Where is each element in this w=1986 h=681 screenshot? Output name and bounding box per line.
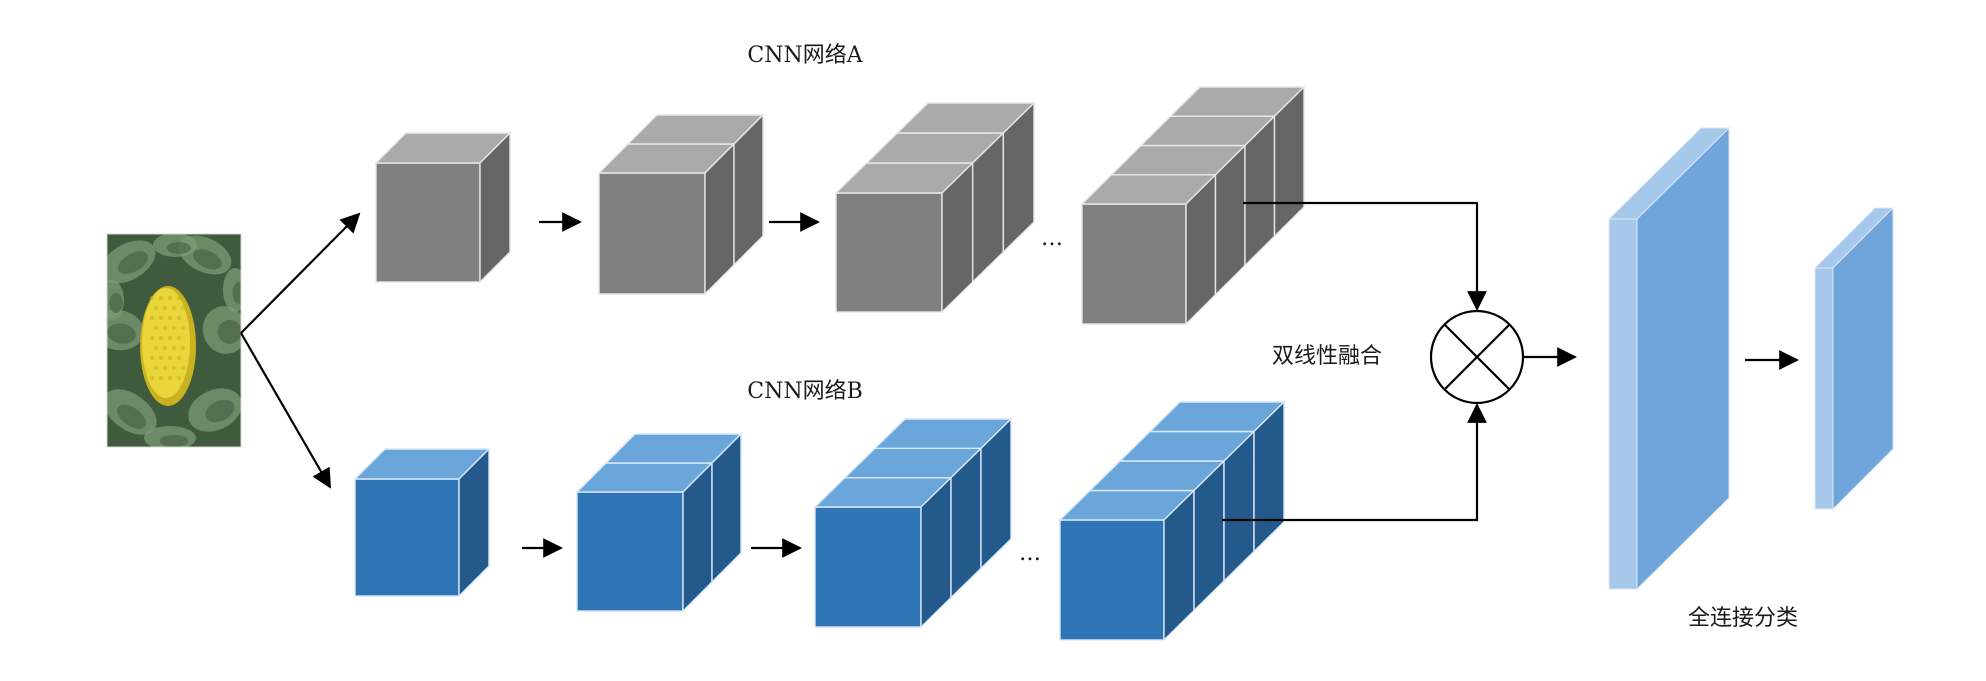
leaf-shadow: [217, 319, 241, 344]
flower-texture-dot: [180, 305, 186, 311]
flower-texture-dot: [180, 365, 186, 371]
flower-texture-dot: [171, 365, 177, 371]
flower-texture-dot: [162, 365, 168, 371]
leaf-shadow: [232, 282, 241, 304]
network-a-block-4: [1080, 85, 1306, 326]
network-b-block-4: [1058, 400, 1286, 642]
flower-texture-dot: [171, 325, 177, 331]
flower-texture-dot: [162, 305, 168, 311]
flower-texture-dot: [149, 295, 155, 301]
flower-texture-dot: [149, 315, 155, 321]
flower-photo-icon: [107, 234, 241, 447]
network-b-blocks: [353, 400, 1286, 642]
flower-texture-dot: [158, 315, 164, 321]
flower-texture-dot: [149, 335, 155, 341]
flower-texture-dot: [176, 355, 182, 361]
network-b-block-2: [575, 432, 743, 613]
circle-times-icon: [1429, 309, 1525, 405]
network-b-block-3: [813, 417, 1013, 629]
flower-texture-dot: [153, 365, 159, 371]
leaf-shadow: [107, 323, 136, 344]
flower-texture-dot: [176, 295, 182, 301]
network-a-block-3: [834, 101, 1036, 314]
leaf-shadow: [192, 249, 222, 270]
flower-texture-dot: [180, 325, 186, 331]
flower-texture-dot: [153, 345, 159, 351]
network-a-title: CNN网络A: [747, 43, 863, 68]
flower-texture-dot: [180, 345, 186, 351]
classifier-label: 全连接分类: [1688, 606, 1798, 631]
network-b-ellipsis: …: [1019, 541, 1041, 566]
flower-texture-dot: [162, 345, 168, 351]
flower-texture-dot: [167, 375, 173, 381]
leaf-shadow: [109, 293, 123, 313]
flower-texture-dot: [176, 375, 182, 381]
input-flower-image: [106, 233, 242, 448]
flower-texture-dot: [167, 335, 173, 341]
flower-texture-dot: [153, 325, 159, 331]
flower-texture-dot: [176, 315, 182, 321]
arrow-input-to-a: [240, 212, 361, 334]
leaf-shadow: [205, 399, 235, 423]
flower-texture-dot: [153, 305, 159, 311]
flower-texture-dot: [167, 295, 173, 301]
network-b-block-1: [353, 447, 491, 598]
flower-texture-dot: [149, 375, 155, 381]
network-a-blocks: [374, 85, 1306, 326]
arrow-a-to-fusion: [1243, 201, 1487, 311]
leaf-shadow: [166, 242, 192, 254]
flower-texture-dot: [162, 325, 168, 331]
flower-texture-dot: [158, 355, 164, 361]
flow-arrows: [240, 201, 1799, 558]
flower-texture-dot: [158, 335, 164, 341]
leaf-shadow: [159, 435, 189, 447]
leaf-shadow: [117, 404, 147, 429]
network-a-block-2: [597, 113, 765, 296]
fc-layer-2: [1813, 206, 1895, 511]
flower-texture-dot: [176, 335, 182, 341]
network-a-block-1: [374, 131, 512, 284]
network-a-ellipsis: …: [1041, 226, 1063, 251]
leaf-shadow: [117, 251, 148, 274]
flower-texture-dot: [167, 315, 173, 321]
fusion-label: 双线性融合: [1272, 344, 1382, 369]
arrow-b-to-fusion: [1222, 403, 1487, 522]
arrow-input-to-b: [240, 332, 331, 489]
flower-texture-dot: [167, 355, 173, 361]
flower-texture-dot: [149, 355, 155, 361]
photo-frame: [106, 233, 242, 448]
flower-texture-dot: [171, 305, 177, 311]
fully-connected-layers: [1607, 126, 1895, 591]
network-b-title: CNN网络B: [747, 379, 863, 404]
flower-head: [142, 288, 190, 398]
flower-texture-dot: [158, 295, 164, 301]
flower-texture-dot: [171, 345, 177, 351]
fc-layer-1: [1607, 126, 1731, 591]
flower-texture-dot: [158, 375, 164, 381]
